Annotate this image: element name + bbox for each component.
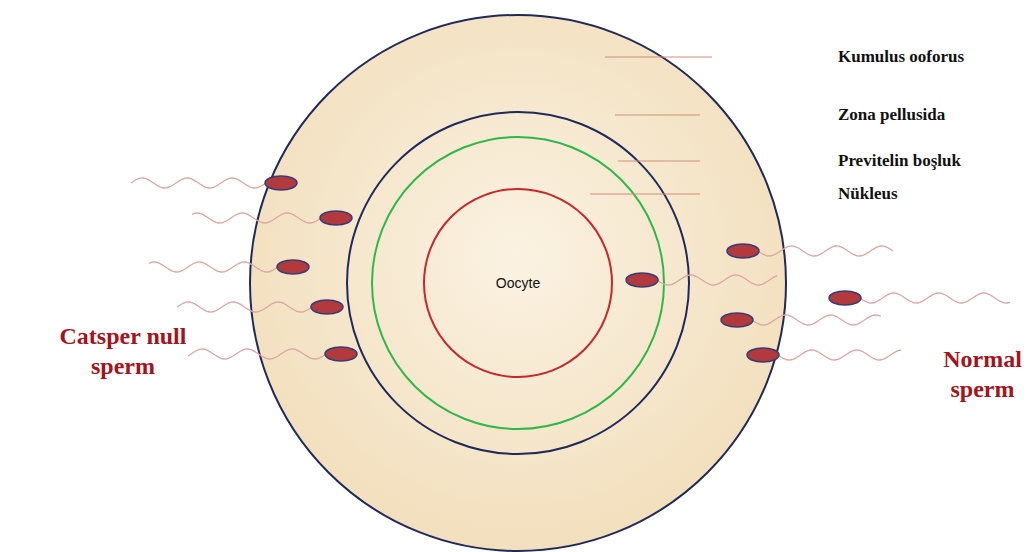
sperm-tail xyxy=(778,350,901,360)
sperm-head xyxy=(626,273,658,287)
nucleus-circle: Oocyte xyxy=(423,188,613,378)
sperm-tail xyxy=(131,178,266,188)
sperm-tail xyxy=(192,213,321,223)
group-label: Catsper null sperm xyxy=(48,321,198,381)
sperm-tail xyxy=(657,275,777,285)
sperm-head xyxy=(721,313,753,327)
oolemma-circle xyxy=(372,137,664,429)
sperm-head xyxy=(320,211,352,225)
sperm-tail xyxy=(188,349,326,359)
sperm-tail xyxy=(860,293,1010,303)
sperm-tail xyxy=(177,302,312,312)
cell-label: Oocyte xyxy=(496,275,540,291)
sperm-tail xyxy=(752,315,881,325)
sperm-head xyxy=(747,348,779,362)
sperm-tail xyxy=(149,262,278,272)
sperm-head xyxy=(277,260,309,274)
sperm-head xyxy=(265,176,297,190)
part-label: Kumulus ooforus xyxy=(838,47,964,67)
part-label: Nükleus xyxy=(838,184,898,204)
group-label: Normal sperm xyxy=(935,344,1030,404)
sperm-head xyxy=(727,244,759,258)
sperm-head xyxy=(325,347,357,361)
part-label: Previtelin boşluk xyxy=(838,151,961,171)
sperm-tail xyxy=(758,246,893,256)
part-label: Zona pellusida xyxy=(838,105,945,125)
sperm-head xyxy=(829,291,861,305)
sperm-head xyxy=(311,300,343,314)
cumulus-circle xyxy=(250,15,786,551)
sperm-group xyxy=(131,176,1010,362)
leader-lines xyxy=(590,57,712,194)
zona-circle xyxy=(347,112,689,454)
